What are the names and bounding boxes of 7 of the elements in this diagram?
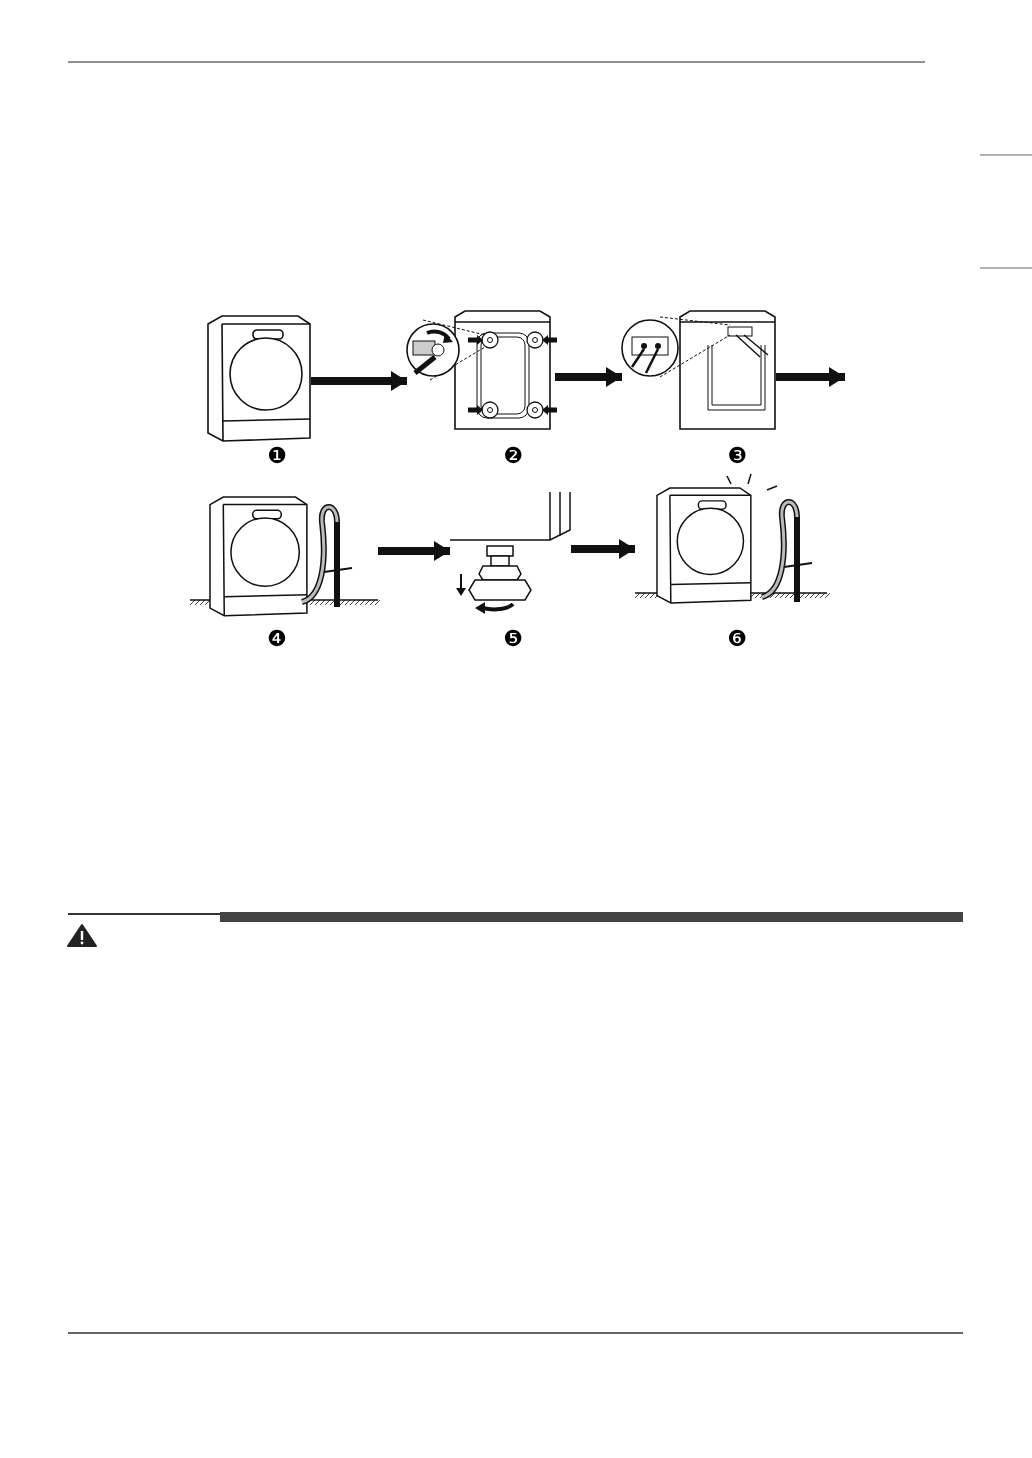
leveling-foot-drawing <box>450 492 571 614</box>
step-number: ❹ <box>266 628 288 650</box>
step-number: ❺ <box>502 628 524 650</box>
step-number: ❸ <box>726 445 748 467</box>
step-number: ❻ <box>726 628 748 650</box>
step-number: ❷ <box>502 445 524 467</box>
step-number: ❶ <box>266 445 288 467</box>
